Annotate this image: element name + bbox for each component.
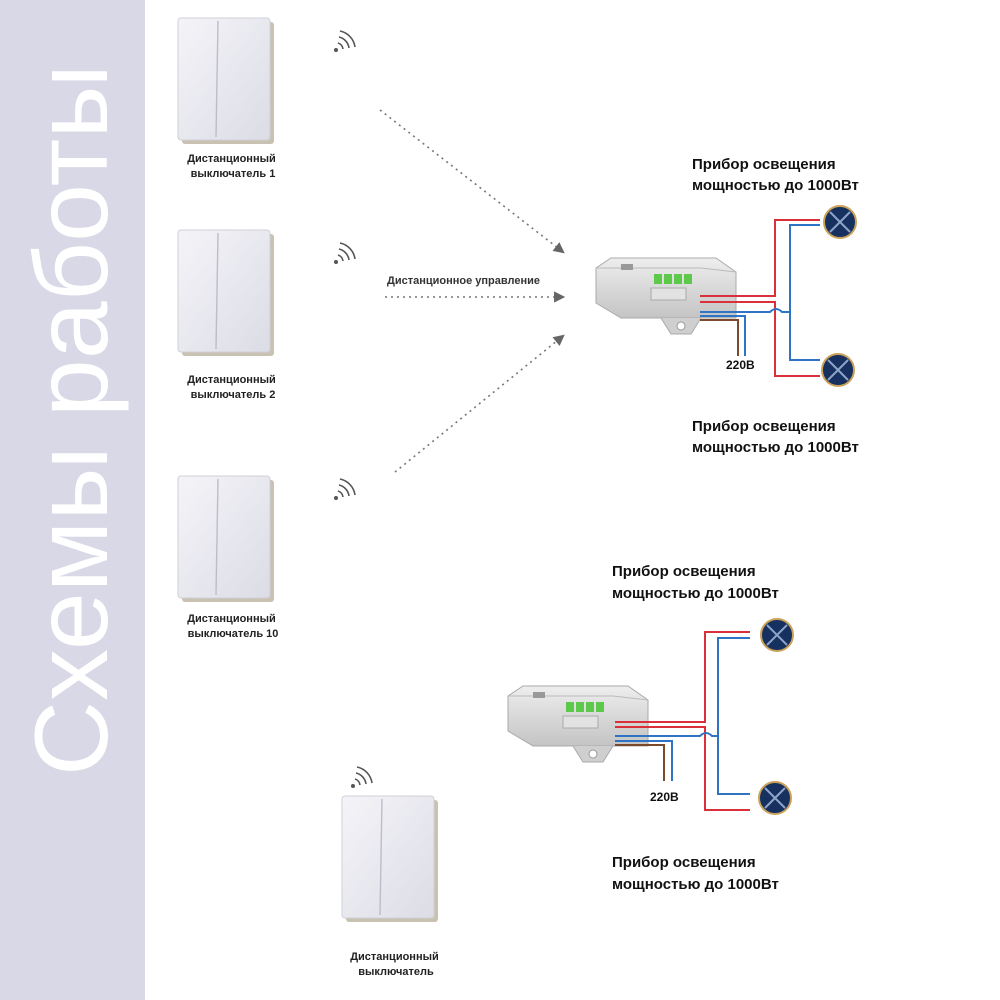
voltage-label-1: 220В — [726, 358, 755, 372]
lamp-bottom-label-1-line-2: мощностью до 1000Вт — [692, 439, 859, 456]
lamp-bottom-label-1-line-1: Прибор освещения — [692, 418, 836, 435]
switch-10-label-line-2: выключатель 10 — [188, 628, 279, 640]
light-bulb-icon — [760, 618, 794, 652]
wifi-icon — [333, 30, 356, 53]
switch-2-label: Дистанционный выключатель 2 — [187, 374, 279, 401]
lamp-top-label-1-line-2: мощностью до 1000Вт — [692, 177, 859, 194]
switch-panel-1[interactable] — [177, 17, 275, 145]
switch-10-label: Дистанционный выключатель 10 — [187, 613, 279, 640]
switch-2-label-line-1: Дистанционный — [187, 374, 276, 386]
relay-receiver-2 — [507, 685, 649, 763]
wifi-icon — [333, 242, 356, 265]
switch-1-label-line-1: Дистанционный — [187, 153, 276, 165]
switch-10-label-line-1: Дистанционный — [187, 613, 276, 625]
lamp-bottom-label-2-line-1: Прибор освещения — [612, 854, 756, 871]
signal-arrow-10 — [394, 334, 565, 473]
lamp-top-label-2-line-1: Прибор освещения — [612, 563, 756, 580]
switch-1-label-line-2: выключатель 1 — [191, 168, 276, 180]
light-bulb-icon — [758, 781, 792, 815]
switch-single-label-line-2: выключатель — [358, 966, 434, 978]
scheme-single-switch: Дистанционный выключатель 220В Прибор ос… — [341, 563, 794, 978]
lamp-bottom-label-2: Прибор освещения мощностью до 1000Вт — [612, 854, 779, 893]
remote-switch-10[interactable]: Дистанционный выключатель 10 — [177, 475, 356, 640]
lamp-bottom-label-2-line-2: мощностью до 1000Вт — [612, 876, 779, 893]
remote-switch-2[interactable]: Дистанционный выключатель 2 — [177, 229, 356, 401]
switch-single-label-line-1: Дистанционный — [350, 951, 439, 963]
switch-panel-single[interactable] — [341, 795, 439, 923]
lamp-top-label-2-line-2: мощностью до 1000Вт — [612, 585, 779, 602]
wiring-2 — [615, 631, 750, 811]
switch-single-label: Дистанционный выключатель — [350, 951, 442, 978]
remote-switch-single[interactable]: Дистанционный выключатель — [341, 766, 442, 978]
light-bulb-icon — [821, 353, 855, 387]
lamp-top-label-1-line-1: Прибор освещения — [692, 156, 836, 173]
wiring-1 — [700, 219, 820, 377]
lamp-top-label-2: Прибор освещения мощностью до 1000Вт — [612, 563, 779, 602]
switch-panel-10[interactable] — [177, 475, 275, 603]
switch-2-label-line-2: выключатель 2 — [191, 389, 276, 401]
remote-switch-1[interactable]: Дистанционный выключатель 1 — [177, 17, 356, 180]
wifi-icon — [333, 478, 356, 501]
switch-1-label: Дистанционный выключатель 1 — [187, 153, 279, 180]
lamp-bottom-label-1: Прибор освещения мощностью до 1000Вт — [692, 418, 859, 456]
light-bulb-icon — [823, 205, 857, 239]
wifi-icon — [350, 766, 373, 789]
lamp-top-label-1: Прибор освещения мощностью до 1000Вт — [692, 156, 859, 194]
scheme-multi-switch: Дистанционный выключатель 1 Дистанционны… — [177, 17, 859, 640]
remote-control-label: Дистанционное управление — [387, 275, 540, 287]
switch-panel-2[interactable] — [177, 229, 275, 357]
signal-arrow-1 — [379, 109, 565, 254]
voltage-label-2: 220В — [650, 790, 679, 804]
sidebar: Схемы работы — [0, 0, 145, 1000]
